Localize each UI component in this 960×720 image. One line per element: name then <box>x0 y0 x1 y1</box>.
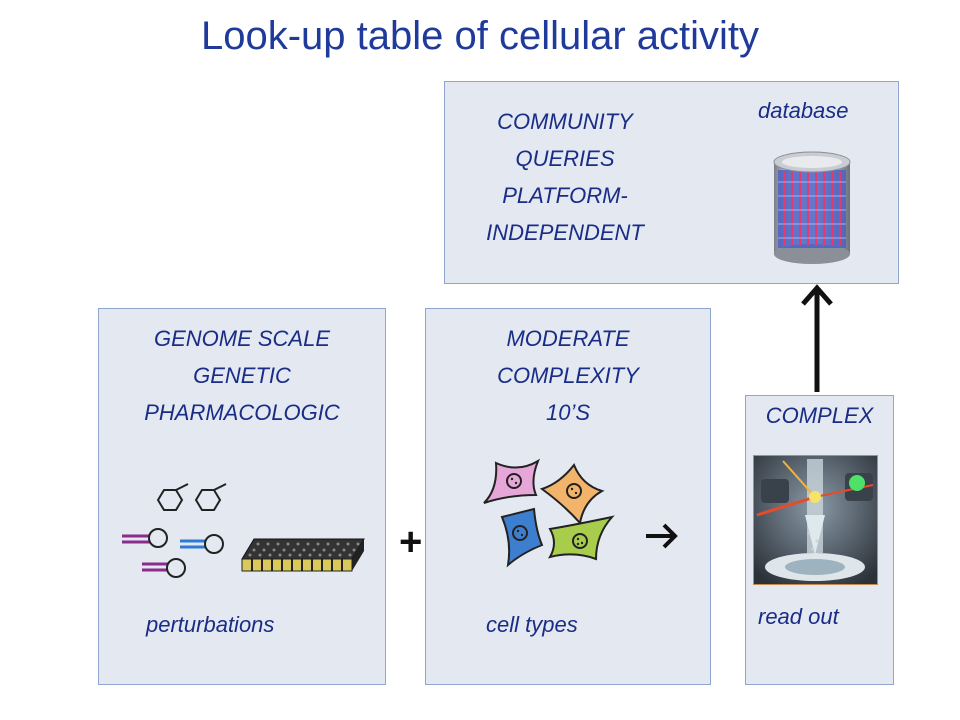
heading-line: 10’S <box>545 400 591 425</box>
heading-line: PHARMACOLOGIC <box>144 400 340 425</box>
arrow-right-icon <box>646 523 678 549</box>
cells-icon <box>483 458 615 568</box>
microscope-image <box>753 455 878 585</box>
perturbation-panel-heading: GENOME SCALE GENETIC PHARMACOLOGIC <box>98 320 386 431</box>
page-title: Look-up table of cellular activity <box>200 14 760 58</box>
heading-line: GENETIC <box>193 363 291 388</box>
shrna-icon <box>122 528 224 578</box>
heading-line: QUERIES <box>515 146 615 171</box>
readout-caption: read out <box>758 604 839 629</box>
heading-line: COMMUNITY <box>497 109 633 134</box>
heading-line: PLATFORM- <box>502 183 628 208</box>
readout-panel-heading: COMPLEX <box>765 403 874 428</box>
arrow-up-icon <box>801 284 833 392</box>
cell-panel-heading: MODERATE COMPLEXITY 10’S <box>425 320 711 431</box>
perturbations-caption: perturbations <box>146 612 275 637</box>
database-panel-heading: COMMUNITY QUERIES PLATFORM- INDEPENDENT <box>450 103 680 251</box>
heading-line: COMPLEXITY <box>497 363 639 388</box>
cell-types-caption: cell types <box>486 612 578 637</box>
database-icon <box>773 151 851 264</box>
microplate-icon <box>241 538 365 572</box>
database-label: database <box>758 98 849 123</box>
perturbation-panel <box>98 308 386 685</box>
heading-line: INDEPENDENT <box>486 220 644 245</box>
plus-operator: + <box>399 520 423 564</box>
molecule-icon <box>156 483 227 511</box>
heading-line: GENOME SCALE <box>153 326 331 351</box>
heading-line: MODERATE <box>506 326 630 351</box>
